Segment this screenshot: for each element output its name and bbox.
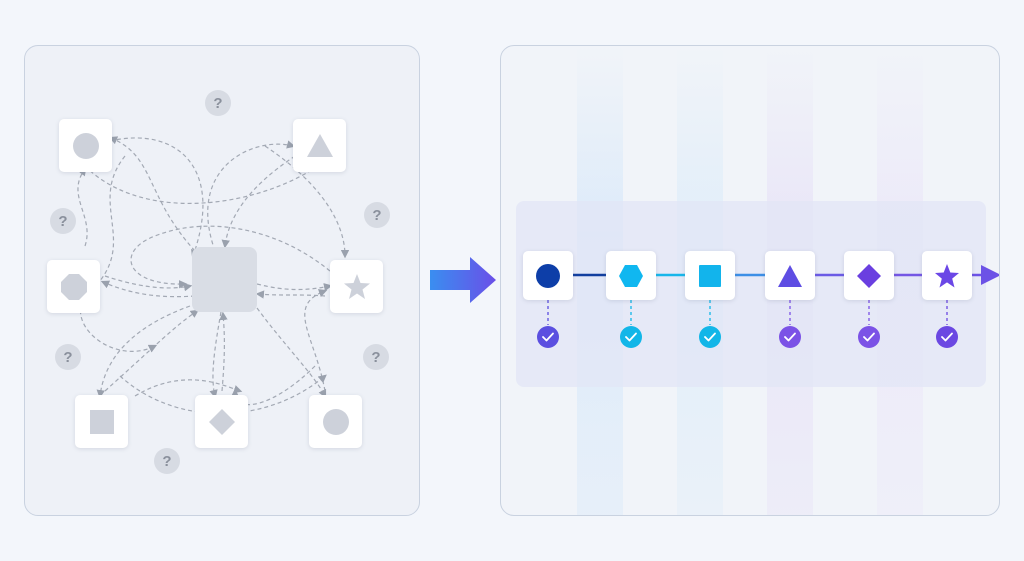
node-circle-bottom	[309, 395, 362, 448]
octagon-icon	[60, 273, 87, 300]
diamond-icon	[208, 408, 235, 435]
check-icon	[620, 326, 642, 348]
question-mark-icon: ?	[364, 202, 390, 228]
triangle-icon	[778, 264, 802, 287]
check-icon	[699, 326, 721, 348]
star-icon	[343, 273, 370, 299]
check-icon	[779, 326, 801, 348]
triangle-icon	[306, 133, 333, 157]
question-mark-icon: ?	[154, 448, 180, 474]
circle-icon	[322, 408, 349, 435]
square-icon	[89, 409, 114, 434]
central-hub	[192, 247, 257, 312]
step-diamond	[844, 251, 894, 300]
question-mark-icon: ?	[55, 344, 81, 370]
step-star	[922, 251, 972, 300]
check-icon	[537, 326, 559, 348]
node-star	[330, 260, 383, 313]
node-triangle	[293, 119, 346, 172]
circle-icon	[536, 263, 560, 288]
question-mark-icon: ?	[363, 344, 389, 370]
pipeline-connections	[547, 265, 999, 325]
circle-icon	[72, 132, 99, 159]
chaotic-connections	[77, 136, 350, 415]
hexagon-icon	[619, 264, 643, 287]
diamond-icon	[857, 263, 881, 288]
step-square	[685, 251, 735, 300]
node-diamond	[195, 395, 248, 448]
check-icon	[858, 326, 880, 348]
node-circle	[59, 119, 112, 172]
check-icon	[936, 326, 958, 348]
question-mark-icon: ?	[205, 90, 231, 116]
ordered-panel	[500, 45, 1000, 516]
step-triangle	[765, 251, 815, 300]
question-mark-icon: ?	[50, 208, 76, 234]
node-square	[75, 395, 128, 448]
pipeline-band	[516, 201, 986, 387]
square-icon	[699, 264, 721, 287]
step-circle	[523, 251, 573, 300]
node-octagon	[47, 260, 100, 313]
step-hexagon	[606, 251, 656, 300]
transition-arrow-icon	[430, 257, 496, 303]
chaos-panel: ? ? ? ? ? ?	[24, 45, 420, 516]
star-icon	[935, 263, 959, 287]
